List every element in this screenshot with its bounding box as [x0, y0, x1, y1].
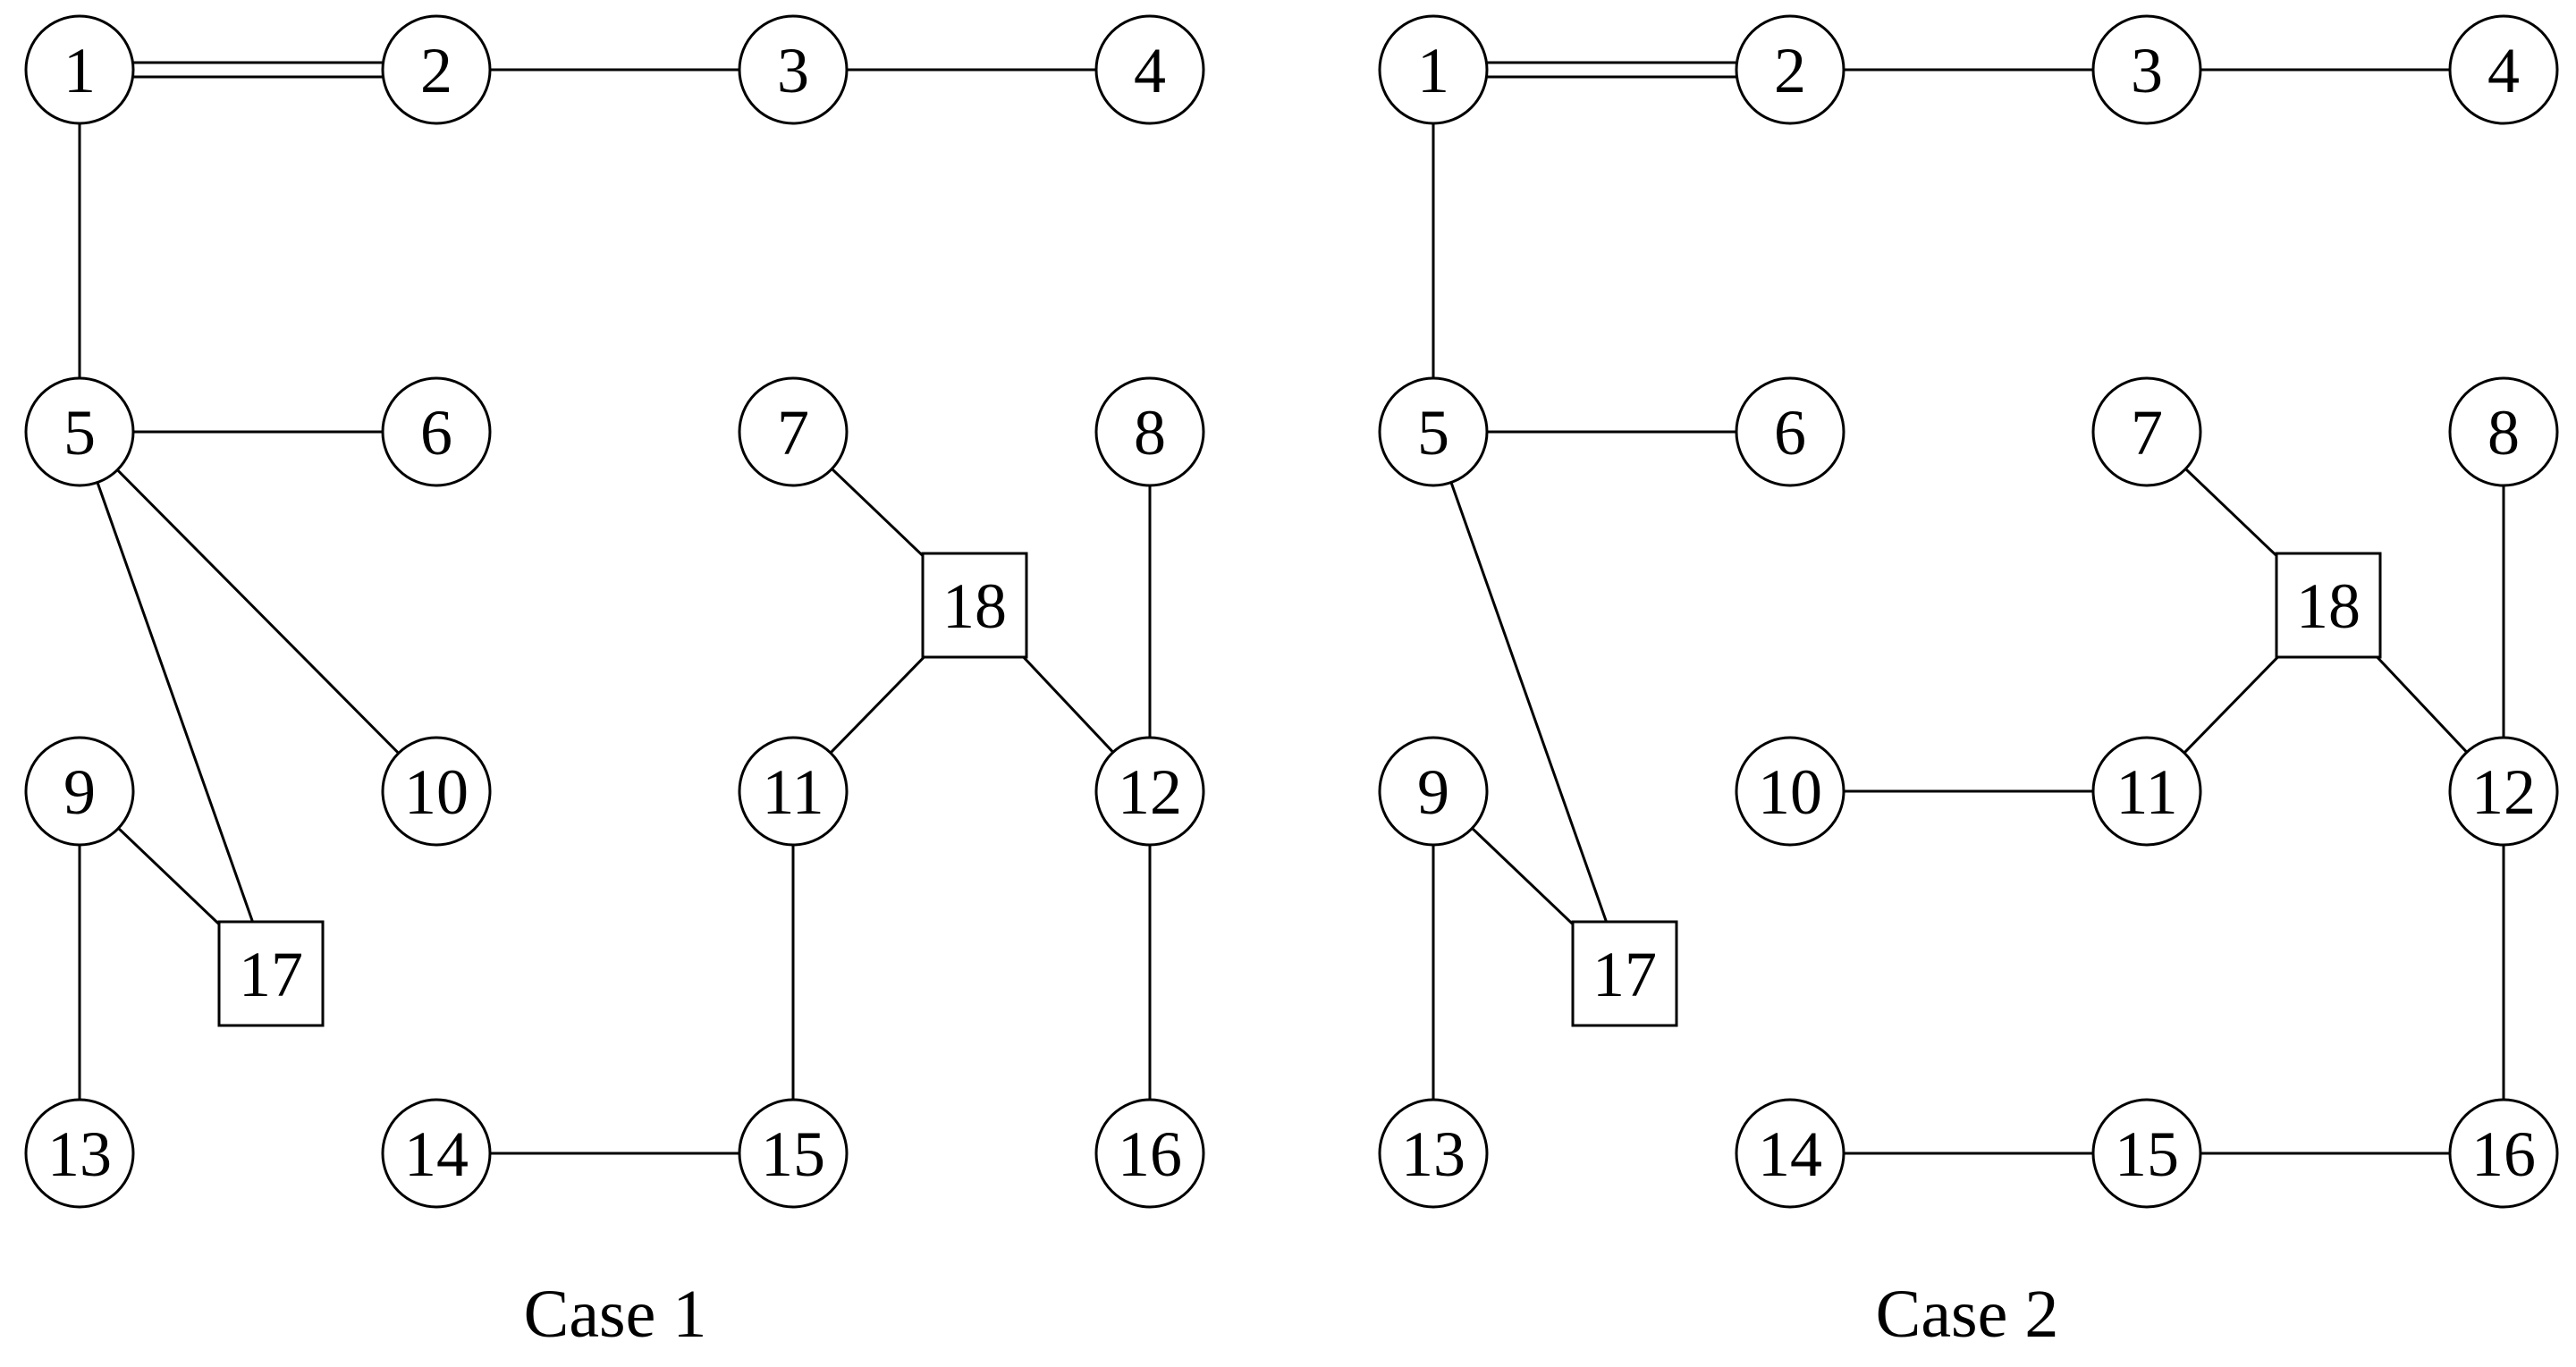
case-2-node-2-label: 2	[1774, 35, 1806, 106]
case-2-node-13-label: 13	[1401, 1118, 1465, 1190]
case-2-node-9: 9	[1378, 736, 1489, 847]
case-2-node-11-label: 11	[2116, 756, 2177, 828]
case-1-node-12-label: 12	[1118, 756, 1182, 828]
case-1-node-13-label: 13	[47, 1118, 112, 1190]
case-2-node-11: 11	[2091, 736, 2202, 847]
case-2-edge-1-2	[1433, 61, 1790, 79]
case-2-node-13: 13	[1378, 1098, 1489, 1209]
case-1-node-10: 10	[381, 736, 492, 847]
case-1-node-15-label: 15	[761, 1118, 825, 1190]
case-2-node-10: 10	[1735, 736, 1845, 847]
case-2-node-9-label: 9	[1417, 756, 1449, 828]
case-2-node-7-label: 7	[2131, 397, 2163, 468]
case-2-node-18-label: 18	[2296, 570, 2361, 642]
case-2-node-6: 6	[1735, 376, 1845, 487]
case-1-node-18-label: 18	[942, 570, 1007, 642]
case-1-node-17: 17	[217, 920, 325, 1027]
case-1-node-7: 7	[738, 376, 849, 487]
case-1-node-1: 1	[24, 14, 135, 125]
case-1-node-16-label: 16	[1118, 1118, 1182, 1190]
case-1-node-11-label: 11	[762, 756, 823, 828]
case-1-node-16: 16	[1094, 1098, 1205, 1209]
case-1-node-13: 13	[24, 1098, 135, 1209]
case-1-node-15: 15	[738, 1098, 849, 1209]
case-2-node-16: 16	[2448, 1098, 2559, 1209]
case-2-node-17: 17	[1571, 920, 1678, 1027]
case-2-node-3-label: 3	[2131, 35, 2163, 106]
case-2-node-2: 2	[1735, 14, 1845, 125]
case-1-node-6-label: 6	[420, 397, 452, 468]
case-2-node-6-label: 6	[1774, 397, 1806, 468]
case-1-node-12: 12	[1094, 736, 1205, 847]
case-1-node-10-label: 10	[404, 756, 469, 828]
case-1-edge-5-10	[78, 430, 438, 793]
case-1-node-1-label: 1	[63, 35, 96, 106]
case-2-node-7: 7	[2091, 376, 2202, 487]
case-1-node-11: 11	[738, 736, 849, 847]
case-1-node-14: 14	[381, 1098, 492, 1209]
case-2-node-17-label: 17	[1592, 939, 1657, 1010]
case-1-caption: Case 1	[524, 1277, 707, 1352]
case-2-node-1-label: 1	[1417, 35, 1449, 106]
case-1-node-5: 5	[24, 376, 135, 487]
case-2-node-5-label: 5	[1417, 397, 1449, 468]
case-1-node-8-label: 8	[1134, 397, 1166, 468]
case-1-node-17-label: 17	[239, 939, 303, 1010]
case-1-node-9: 9	[24, 736, 135, 847]
case-1-node-14-label: 14	[404, 1118, 469, 1190]
case-2-node-5: 5	[1378, 376, 1489, 487]
case-2-node-3: 3	[2091, 14, 2202, 125]
case-1-edge-5-17	[78, 431, 273, 975]
case-2-node-12: 12	[2448, 736, 2559, 847]
case-2-node-14: 14	[1735, 1098, 1845, 1209]
case-2-node-14-label: 14	[1758, 1118, 1822, 1190]
case-1-node-6: 6	[381, 376, 492, 487]
case-1-edge-1-2	[80, 61, 436, 79]
case-2-edge-5-17	[1432, 431, 1626, 975]
case-1-node-2: 2	[381, 14, 492, 125]
case-1-node-4-label: 4	[1134, 35, 1166, 106]
case-2-node-15: 15	[2091, 1098, 2202, 1209]
case-1-node-5-label: 5	[63, 397, 96, 468]
case-1-node-2-label: 2	[420, 35, 452, 106]
case-2-node-8: 8	[2448, 376, 2559, 487]
case-2-node-4-label: 4	[2487, 35, 2520, 106]
case-1-node-7-label: 7	[777, 397, 809, 468]
case-1-node-8: 8	[1094, 376, 1205, 487]
case-1-node-3: 3	[738, 14, 849, 125]
case-2-node-18: 18	[2275, 552, 2382, 659]
case-1-node-3-label: 3	[777, 35, 809, 106]
case-1-node-4: 4	[1094, 14, 1205, 125]
case-2-node-4: 4	[2448, 14, 2559, 125]
case-1-node-9-label: 9	[63, 756, 96, 828]
case-2-caption: Case 2	[1876, 1277, 2059, 1352]
case-2-node-16-label: 16	[2471, 1118, 2536, 1190]
case-2-node-15-label: 15	[2115, 1118, 2179, 1190]
case-2-node-12-label: 12	[2471, 756, 2536, 828]
case-2-node-1: 1	[1378, 14, 1489, 125]
case-1-node-18: 18	[921, 552, 1028, 659]
case-2-node-8-label: 8	[2487, 397, 2520, 468]
case-2-node-10-label: 10	[1758, 756, 1822, 828]
